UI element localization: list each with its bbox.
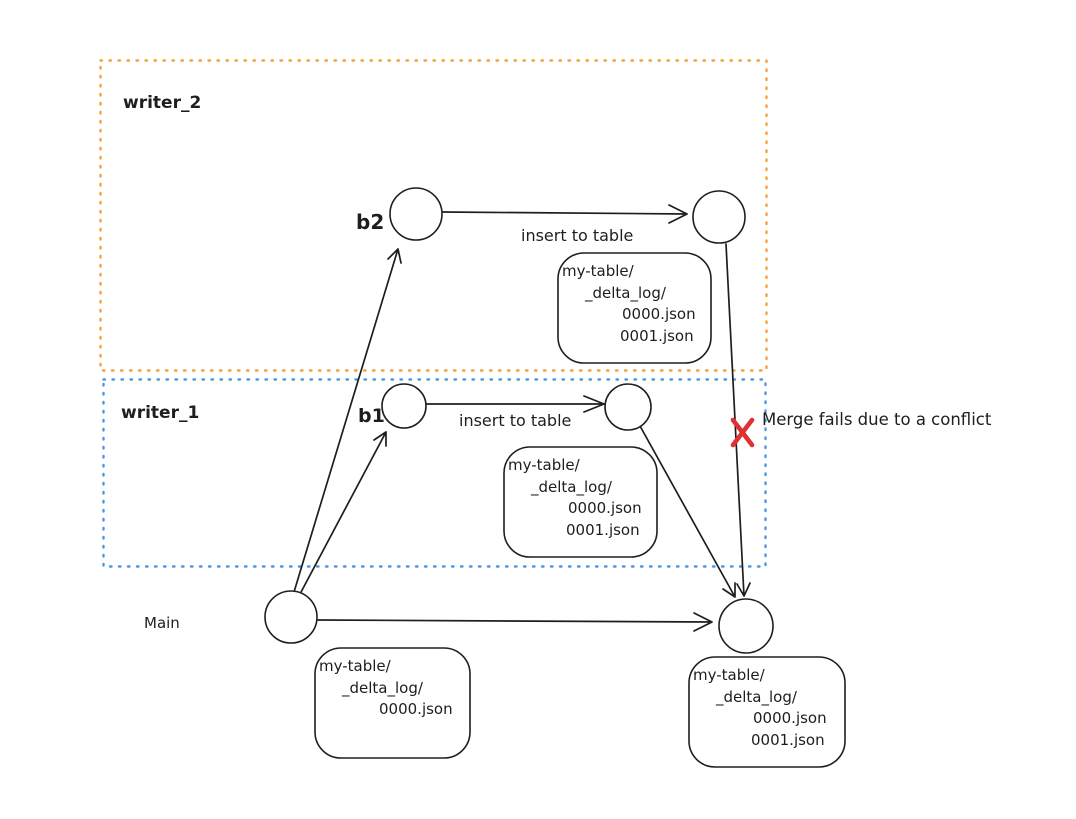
branch-b1-label: b1 bbox=[358, 405, 385, 427]
file-line-delta-log: _delta_log/ bbox=[341, 679, 424, 698]
commit-node-main-merged bbox=[718, 598, 774, 654]
commit-node-b2 bbox=[389, 187, 443, 241]
commit-node-writer-2-insert bbox=[692, 190, 746, 244]
main-lane-label: Main bbox=[144, 614, 180, 632]
edge-branch-to-b2-arrow bbox=[293, 248, 402, 593]
commit-node-b1 bbox=[381, 383, 427, 429]
file-line-delta-log: _delta_log/ bbox=[715, 688, 798, 707]
commit-node-main-initial bbox=[264, 590, 318, 644]
file-line-0000-json: 0000.json bbox=[568, 499, 642, 517]
file-box-main-merged-border bbox=[688, 656, 846, 768]
conflict-x-stroke-2 bbox=[730, 417, 755, 448]
edge-writer-1-insert-arrow bbox=[426, 395, 605, 413]
file-line-delta-log: _delta_log/ bbox=[584, 284, 667, 303]
file-line-table-path: my-table/ bbox=[319, 657, 392, 675]
writer-1-lane-label: writer_1 bbox=[121, 403, 199, 423]
edge-main-merge-arrow bbox=[317, 612, 713, 632]
edge-writer-2-merge-arrow bbox=[725, 243, 751, 597]
file-box-writer-2-border bbox=[557, 252, 712, 364]
edge-writer-2-insert-arrow bbox=[442, 204, 688, 224]
writer-2-lane-border bbox=[99, 59, 768, 372]
conflict-message: Merge fails due to a conflict bbox=[762, 410, 992, 429]
file-box-writer-2: my-table/ _delta_log/ 0000.json 0001.jso… bbox=[557, 252, 712, 364]
commit-node-writer-1-insert bbox=[604, 383, 652, 431]
file-line-table-path: my-table/ bbox=[693, 666, 766, 684]
edge-writer-1-merge-arrow bbox=[639, 425, 736, 598]
file-line-0000-json: 0000.json bbox=[753, 709, 827, 727]
writer-2-lane-label: writer_2 bbox=[123, 93, 201, 113]
branch-b2-label: b2 bbox=[356, 210, 384, 234]
writer-1-lane-border bbox=[102, 378, 767, 568]
edge-branch-to-b1-arrow bbox=[299, 431, 387, 595]
conflict-annotation: Merge fails due to a conflict bbox=[730, 410, 992, 448]
file-line-delta-log: _delta_log/ bbox=[530, 478, 613, 497]
file-line-0001-json: 0001.json bbox=[620, 327, 694, 345]
file-box-main-initial: my-table/ _delta_log/ 0000.json bbox=[314, 647, 471, 759]
edges bbox=[293, 204, 751, 632]
file-box-writer-1-border bbox=[503, 446, 658, 558]
file-box-writer-1: my-table/ _delta_log/ 0000.json 0001.jso… bbox=[503, 446, 658, 558]
file-line-table-path: my-table/ bbox=[508, 456, 581, 474]
file-box-main-merged: my-table/ _delta_log/ 0000.json 0001.jso… bbox=[688, 656, 846, 768]
file-line-0000-json: 0000.json bbox=[379, 700, 453, 718]
writer-2-insert-edge-label: insert to table bbox=[521, 226, 633, 245]
lane-writer-1: writer_1 bbox=[102, 378, 767, 568]
file-box-main-initial-border bbox=[314, 647, 471, 759]
commit-nodes bbox=[264, 187, 774, 654]
file-line-0001-json: 0001.json bbox=[751, 731, 825, 749]
file-line-0000-json: 0000.json bbox=[622, 305, 696, 323]
conflict-x-icon bbox=[730, 417, 755, 448]
file-line-0001-json: 0001.json bbox=[566, 521, 640, 539]
file-line-table-path: my-table/ bbox=[562, 262, 635, 280]
lane-writer-2: writer_2 bbox=[99, 59, 768, 372]
writer-1-insert-edge-label: insert to table bbox=[459, 411, 571, 430]
